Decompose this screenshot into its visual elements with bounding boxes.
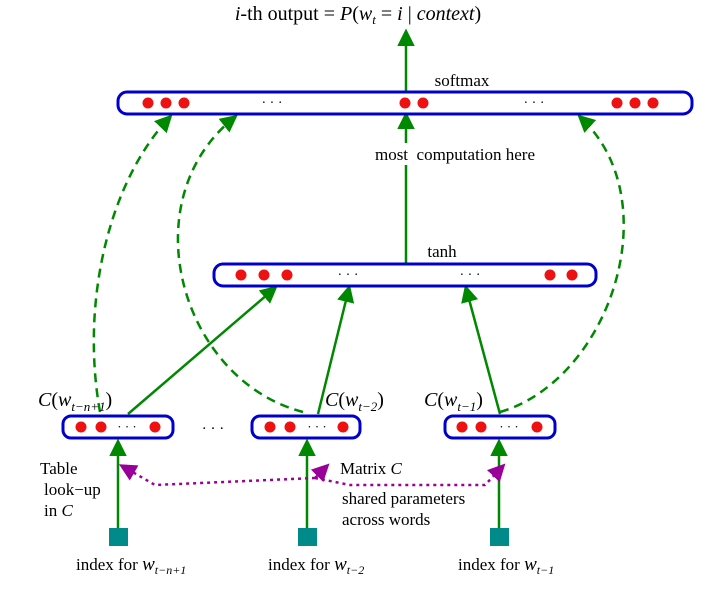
table-lookup-label: Table look−up in C — [40, 459, 105, 520]
softmax-layer: · · · · · · — [116, 90, 694, 116]
softmax-label: softmax — [435, 71, 490, 90]
most-computation-label: most computation here — [375, 145, 535, 164]
context-vector: · · · — [443, 414, 557, 440]
index-label: index for wt−n+1 — [76, 554, 186, 577]
ellipsis: · · · — [524, 96, 545, 111]
ellipsis: · · · — [499, 419, 519, 434]
tanh-label: tanh — [427, 242, 457, 261]
context-vector-label: C(wt−2) — [325, 389, 384, 414]
index-square — [298, 528, 317, 546]
unit — [264, 421, 276, 433]
unit — [337, 421, 349, 433]
context-to-tanh-arrow — [127, 285, 278, 415]
index-label: index for wt−2 — [268, 554, 364, 577]
context-vector-label: C(wt−1) — [424, 389, 483, 414]
tanh-layer: · · · · · · — [212, 262, 598, 288]
ellipsis: · · · — [262, 96, 283, 111]
direct-connection-curves — [92, 114, 625, 414]
ellipsis: · · · — [338, 268, 359, 283]
unit — [178, 97, 190, 109]
unit — [456, 421, 468, 433]
unit — [647, 97, 659, 109]
unit — [531, 421, 543, 433]
shared-parameter-arrows — [118, 463, 506, 487]
unit — [417, 97, 429, 109]
unit — [160, 97, 172, 109]
direct-connection-curve — [92, 114, 173, 413]
ellipsis: · · · — [460, 268, 481, 283]
unit — [281, 269, 293, 281]
ellipsis: · · · — [307, 419, 327, 434]
index-label: index for wt−1 — [458, 554, 554, 577]
unit — [566, 269, 578, 281]
unit — [142, 97, 154, 109]
direct-connection-curve — [499, 114, 625, 414]
direct-connection-curve — [176, 114, 304, 414]
unit — [95, 421, 107, 433]
context-to-tanh-arrow — [316, 284, 355, 415]
context-vector: · · · — [61, 414, 175, 440]
ellipsis: · · · — [117, 419, 137, 434]
unit — [399, 97, 411, 109]
context-to-tanh-arrow — [461, 284, 502, 415]
unit — [611, 97, 623, 109]
unit — [629, 97, 641, 109]
shared-parameter-arrow — [314, 463, 506, 487]
matrix-c-label: Matrix C — [340, 459, 403, 478]
index-square — [109, 528, 128, 546]
context-vector-label: C(wt−n+1) — [38, 389, 112, 414]
shared-parameter-arrow — [310, 463, 330, 483]
unit — [75, 421, 87, 433]
unit — [235, 269, 247, 281]
unit — [475, 421, 487, 433]
unit — [544, 269, 556, 281]
context-vector: · · · — [250, 414, 362, 440]
shared-parameter-arrow — [118, 464, 316, 487]
shared-parameters-label: shared parameters across words — [342, 489, 469, 529]
unit — [258, 269, 270, 281]
index-square — [490, 528, 509, 546]
between-vectors-ellipsis: · · · — [202, 421, 225, 437]
output-title: i-th output = P(wt = i | context) — [235, 3, 481, 27]
solid-arrows — [109, 28, 508, 528]
unit — [149, 421, 161, 433]
unit — [284, 421, 296, 433]
